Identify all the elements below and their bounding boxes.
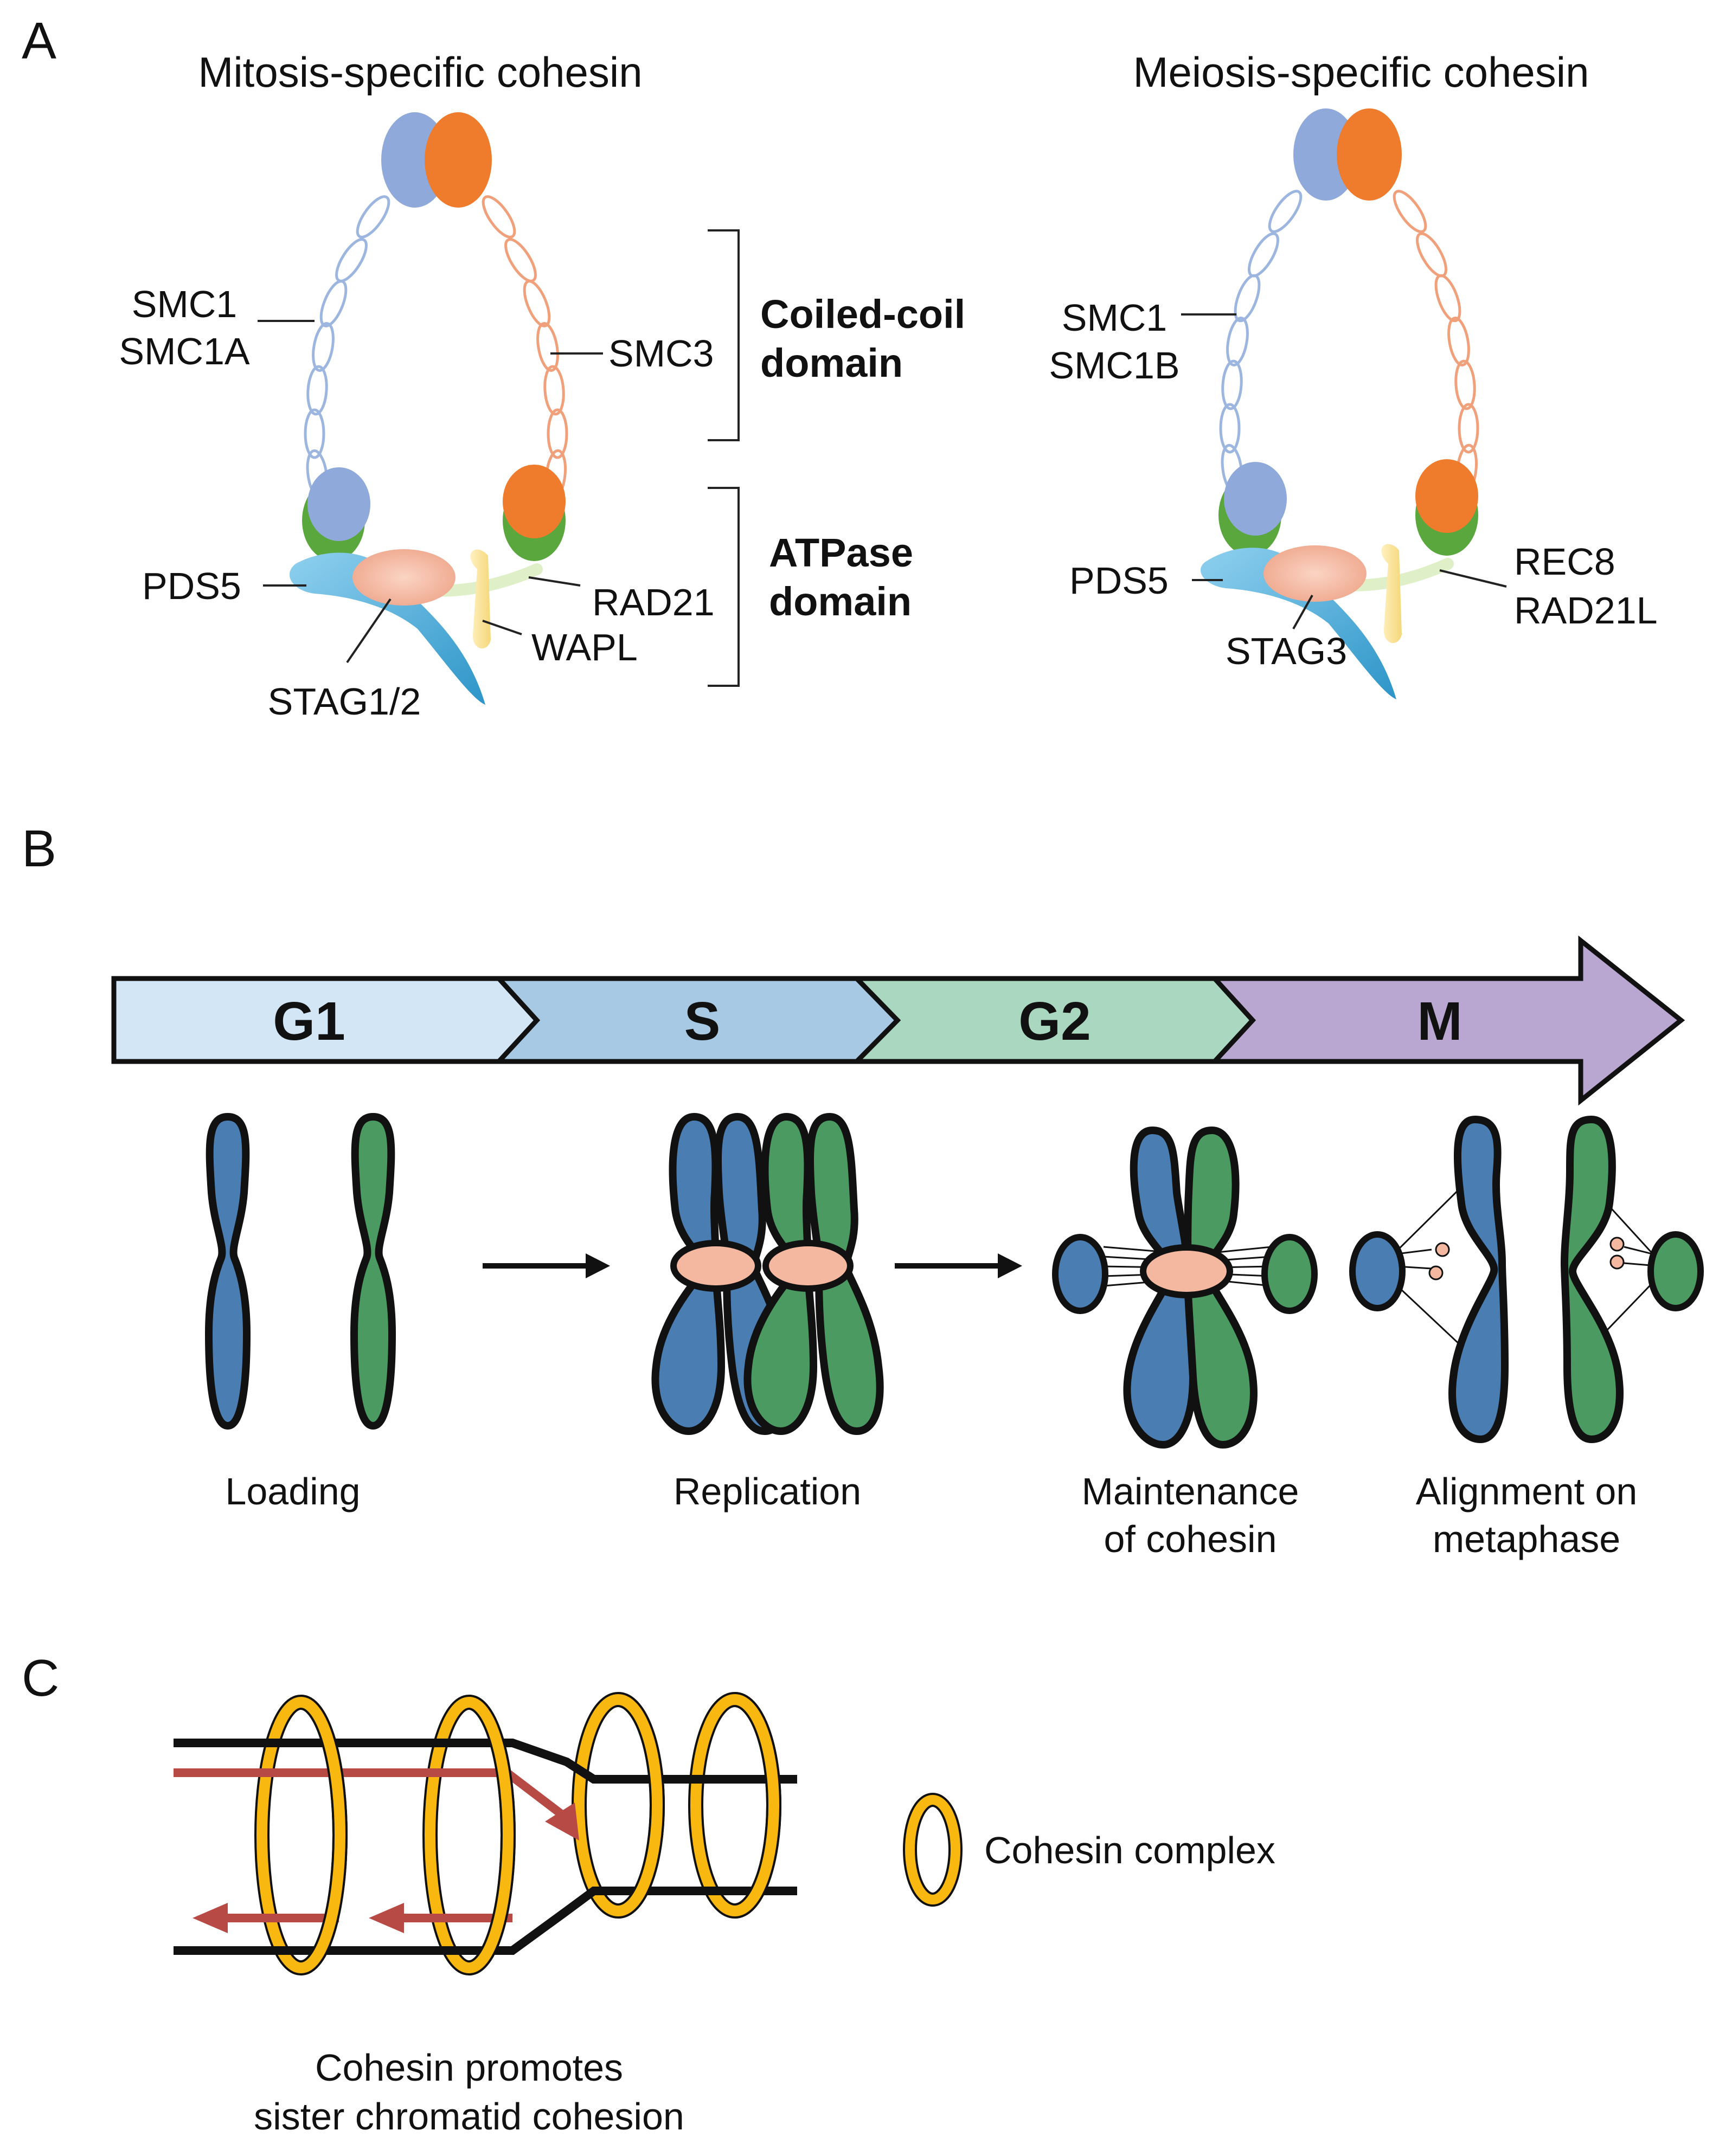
legend: Cohesin complex: [903, 1793, 1275, 1907]
green-chromosome: [350, 1112, 396, 1430]
smc1b-coiled-coil: [1220, 186, 1306, 494]
cell-cycle-arrow: G1 S G2 M: [111, 935, 1685, 1106]
wapl-label: WAPL: [531, 626, 638, 668]
smc3-hinge: [425, 112, 492, 208]
smc3-coiled-coil-meiosis: [1389, 186, 1479, 493]
stag-shape: [352, 549, 456, 606]
meiosis-cohesin-diagram: Meiosis-specific cohesin: [1049, 48, 1658, 699]
sister-chromatid-blue-1: [651, 1112, 726, 1436]
sister-chromatid-bottom: [174, 1887, 797, 1955]
atpase-bracket: [708, 487, 740, 687]
phase-g2-label: G2: [1018, 991, 1091, 1052]
rad21-leader: [528, 576, 581, 587]
smc1b-label: SMC1B: [1049, 344, 1179, 387]
alignment-green-chromatid: [1560, 1115, 1624, 1444]
atpase-label-2: domain: [769, 579, 912, 624]
rec8-leader: [1439, 569, 1507, 588]
stag3-leader: [1292, 595, 1313, 629]
panel-c-letter: C: [22, 1649, 59, 1707]
mitosis-cohesin-diagram: Mitosis-specific cohesin: [119, 48, 714, 723]
maintenance-cohesin: [1140, 1244, 1233, 1298]
stag3-shape: [1263, 545, 1367, 602]
phase-m-label: M: [1417, 991, 1462, 1052]
smc3-head-meiosis: [1415, 459, 1478, 533]
alignment-label-2: metaphase: [1433, 1518, 1620, 1560]
stag-label: STAG1/2: [268, 680, 421, 723]
arrow-head-1: [586, 1253, 610, 1278]
maintenance-label-2: of cohesin: [1104, 1518, 1277, 1560]
replication-label: Replication: [674, 1470, 861, 1513]
maintenance-stage: Maintenance of cohesin: [1052, 1126, 1318, 1560]
alignment-pole-left: [1349, 1231, 1406, 1311]
stag-leader: [346, 598, 392, 664]
smc3-head: [503, 465, 566, 538]
phase-s-label: S: [684, 991, 721, 1052]
cohesin-fragment: [1428, 1265, 1444, 1280]
smc3-label: SMC3: [608, 332, 714, 375]
alignment-blue-chromatid: [1448, 1115, 1509, 1444]
sister-chromatid-green-1: [743, 1112, 818, 1436]
smc1a-label: SMC1A: [119, 330, 249, 372]
smc1-coiled-coil: [305, 192, 394, 499]
smc3-coiled-coil: [478, 192, 568, 499]
smc3-hinge-meiosis: [1337, 108, 1402, 201]
rad21-label: RAD21: [592, 581, 715, 623]
pds5-label: PDS5: [142, 565, 241, 607]
cohesin-ring-icon: [905, 1795, 960, 1904]
maintenance-green-chromatid: [1183, 1126, 1258, 1449]
meiosis-title: Meiosis-specific cohesin: [1133, 48, 1589, 96]
panel-b-letter: B: [22, 820, 56, 878]
rad21l-label: RAD21L: [1514, 589, 1658, 632]
wapl-leader: [482, 620, 522, 635]
cohesin-ring-blue: [670, 1240, 761, 1292]
alignment-pole-right: [1647, 1231, 1704, 1311]
pds5-shape: [289, 552, 485, 705]
alignment-stage: Alignment on metaphase: [1349, 1115, 1704, 1560]
pds5-label-meiosis: PDS5: [1069, 559, 1169, 602]
smc1-head: [307, 467, 370, 541]
loading-stage: Loading: [204, 1112, 396, 1513]
cohesin-ring-green: [762, 1240, 854, 1292]
arrow-head-2: [998, 1253, 1022, 1278]
blue-chromosome: [204, 1112, 251, 1430]
wapl-shape: [470, 549, 491, 649]
yellow-shape-meiosis: [1381, 544, 1402, 643]
rec8-label: REC8: [1514, 540, 1615, 583]
caption-line-2: sister chromatid cohesion: [254, 2095, 684, 2138]
mitosis-title: Mitosis-specific cohesin: [198, 48, 642, 96]
red-arrow-back-1-head: [369, 1903, 404, 1933]
alignment-label: Alignment on: [1416, 1470, 1638, 1513]
ring-fill-front: [300, 1694, 779, 1973]
phase-m-segment: [1209, 935, 1685, 1106]
smc1-label: SMC1: [132, 283, 237, 325]
coiled-coil-label-2: domain: [760, 340, 903, 385]
cohesion-diagram: Cohesin promotes sister chromatid cohesi…: [174, 1692, 797, 2138]
coiled-coil-label: Coiled-coil: [760, 292, 965, 337]
stage-arrows: [483, 1253, 1022, 1278]
cohesin-fragment: [1609, 1237, 1625, 1252]
legend-label: Cohesin complex: [984, 1829, 1275, 1871]
cohesin-fragment: [1435, 1242, 1450, 1257]
stag3-label: STAG3: [1226, 630, 1347, 672]
smc1-head-meiosis: [1224, 462, 1287, 536]
red-arrow-forward-head: [545, 1803, 579, 1840]
maintenance-label: Maintenance: [1082, 1470, 1299, 1513]
domain-brackets: Coiled-coil domain ATPase domain: [708, 229, 965, 687]
replication-stage: Replication: [651, 1112, 884, 1513]
phase-g1-label: G1: [273, 991, 345, 1052]
loading-label: Loading: [225, 1470, 360, 1513]
smc1-label-meiosis: SMC1: [1062, 297, 1167, 339]
cohesin-fragment: [1609, 1254, 1625, 1270]
coiled-coil-bracket: [708, 229, 740, 441]
red-arrow-back-2-head: [193, 1903, 228, 1933]
atpase-label: ATPase: [769, 530, 913, 575]
pds5-shape-meiosis: [1200, 548, 1396, 699]
maintenance-blue-chromatid: [1123, 1126, 1197, 1449]
panel-a-letter: A: [22, 12, 56, 70]
spindle-pole-left: [1052, 1234, 1108, 1314]
caption-line-1: Cohesin promotes: [315, 2046, 623, 2089]
spindle-pole-right: [1261, 1234, 1318, 1314]
